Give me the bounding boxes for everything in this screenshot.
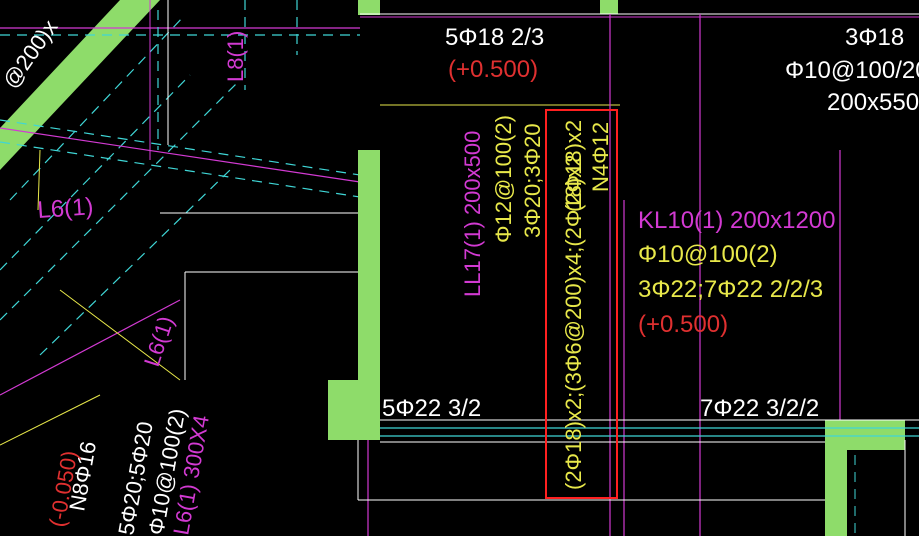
- leader-line: [59, 289, 181, 381]
- beam-line: [0, 141, 361, 198]
- diagonal-wall-inner: [0, 0, 118, 126]
- diag-beam-line: [0, 74, 191, 271]
- boxed-waist-a-label: (2Φ18)x2: [561, 120, 586, 212]
- right-top-stirrup-label: Φ10@100/200: [785, 57, 919, 84]
- bottom-left-bars-label: 5Φ22 3/2: [382, 395, 481, 422]
- l8-label: L8(1): [223, 31, 248, 82]
- ll17-stirrup-label: Φ12@100(2): [491, 115, 516, 243]
- top-beam-main-label: 5Φ18 2/3: [445, 24, 544, 51]
- boxed-main-label: (2Φ18)x2;(3Φ6@200)x4;(2Φ18)x2: [561, 155, 586, 490]
- kl10-name-label: KL10(1) 200x1200: [638, 207, 835, 234]
- wall-column: [825, 420, 847, 536]
- leader-line: [0, 394, 101, 446]
- kl10-stirrup-label: Φ10@100(2): [638, 241, 778, 268]
- axis-line: [0, 299, 181, 396]
- diagonal-wall: [0, 0, 160, 170]
- wall-vertical: [358, 150, 380, 382]
- ll17-name-label: LL17(1) 200x500: [460, 131, 485, 297]
- wall-top: [600, 0, 618, 14]
- right-top-size-label: 200x550: [827, 89, 919, 116]
- l6-label-a: L6(1): [37, 193, 95, 224]
- top-beam-offset-label: (+0.500): [448, 56, 538, 83]
- bottom-right-bars-label: 7Φ22 3/2/2: [700, 395, 819, 422]
- wall-column: [328, 380, 380, 440]
- diag-beam-line: [0, 79, 241, 321]
- highlight-box[interactable]: [545, 109, 618, 499]
- l6-label-b: L6(1): [139, 313, 179, 370]
- wall-vertical: [358, 0, 380, 15]
- axis-line: [0, 127, 361, 183]
- right-top-bars-label: 3Φ18: [845, 24, 904, 51]
- boxed-waist-b-label: N4Φ12: [588, 122, 613, 192]
- beam-line: [0, 119, 361, 176]
- kl10-offset-label: (+0.500): [638, 311, 728, 338]
- kl10-bars-label: 3Φ22;7Φ22 2/2/3: [638, 276, 823, 303]
- leader-line: [37, 149, 41, 211]
- ll17-bars-label: 3Φ20;3Φ20: [520, 123, 545, 238]
